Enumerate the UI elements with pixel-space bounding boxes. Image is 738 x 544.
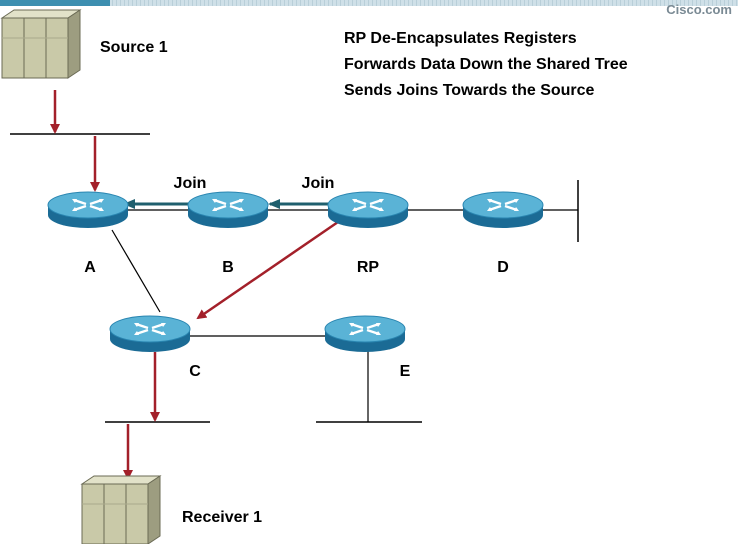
brand-text: Cisco.com	[666, 2, 732, 17]
router-c-icon	[108, 314, 192, 354]
join-label-1: Join	[174, 175, 207, 192]
router-a-label: A	[84, 259, 96, 276]
router-d-label: D	[497, 259, 509, 276]
router-c-label: C	[189, 363, 201, 380]
link-a-c	[111, 229, 161, 313]
header-band	[0, 0, 738, 6]
receiver-server-icon	[81, 475, 161, 544]
receiver-label: Receiver 1	[182, 509, 262, 526]
header-accent	[0, 0, 110, 6]
join-label-2: Join	[302, 175, 335, 192]
router-rp-icon	[326, 190, 410, 230]
note-line-2: Forwards Data Down the Shared Tree	[344, 56, 628, 73]
note-line-1: RP De-Encapsulates Registers	[344, 30, 577, 47]
router-b-icon	[186, 190, 270, 230]
data-arrow-rp-to-c	[196, 220, 339, 320]
source-server-icon	[1, 9, 81, 79]
router-a-icon	[46, 190, 130, 230]
router-d-icon	[461, 190, 545, 230]
note-line-3: Sends Joins Towards the Source	[344, 82, 595, 99]
router-e-label: E	[400, 363, 411, 380]
router-b-label: B	[222, 259, 234, 276]
router-e-icon	[323, 314, 407, 354]
source-label: Source 1	[100, 39, 168, 56]
router-rp-label: RP	[357, 259, 380, 276]
